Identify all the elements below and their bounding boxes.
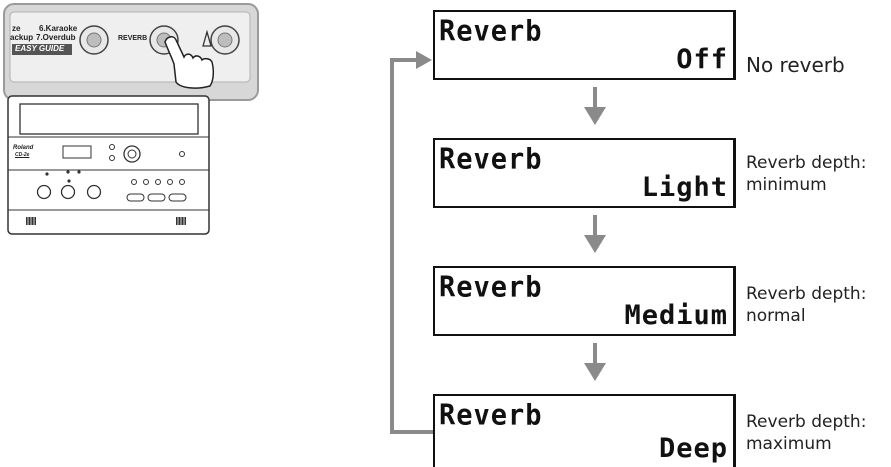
loop-back-arrow [390,58,433,434]
lcd-line1: Reverb [439,143,543,176]
device-dot [45,172,49,176]
arrow-down-1 [584,107,606,125]
lcd-line1: Reverb [439,399,543,432]
device-knob-3 [86,184,102,200]
label-overdub: 7.Overdub [36,33,76,42]
hand-pointer-icon [164,36,215,89]
device-dot [67,179,71,183]
description-medium: Reverb depth: normal [746,284,867,326]
device-dot [77,170,81,174]
lcd-screen-deep: Reverb Deep [433,394,736,467]
device-transport-button-3 [168,193,187,202]
lcd-line2: Medium [624,300,728,331]
lcd-line2: Off [676,44,728,75]
description-deep: Reverb depth: maximum [746,412,867,454]
device-transport-button-2 [147,193,166,202]
arrow-down-2 [584,235,606,253]
loop-back-arrowhead [416,51,432,69]
device-display [62,145,92,159]
metronome-icon [202,29,212,47]
device-transport-button-1 [126,193,145,202]
lcd-line2: Light [641,172,728,203]
device-led-2 [143,179,149,185]
device-dot [66,170,70,174]
label-size: ze [12,24,21,33]
lcd-screen-off: Reverb Off [433,10,736,80]
device-knob-1 [36,184,52,200]
lcd-line2: Deep [658,433,728,464]
model-label: CD-2e [15,152,30,158]
description-off: No reverb [746,53,845,77]
easy-guide-band [12,44,72,55]
cd-slot-lid [19,103,199,135]
device-led-5 [179,179,185,185]
reverb-button-label: REVERB [118,35,148,42]
lcd-line1: Reverb [439,271,543,304]
easy-guide-label: EASY GUIDE [15,44,65,53]
label-karaoke: 6.Karaoke [39,24,78,33]
device-power-indicator [179,151,185,157]
lcd-screen-medium: Reverb Medium [433,266,736,336]
metronome-button-core [217,32,233,48]
device-led-3 [155,179,161,185]
lcd-screen-light: Reverb Light [433,138,736,208]
brand-label: Roland [13,145,34,151]
device-small-knob-2 [109,155,115,161]
lcd-line1: Reverb [439,15,543,48]
karaoke-button-core [86,32,102,48]
device-knob-2 [60,184,76,200]
arrow-down-3 [584,363,606,381]
device-small-knob-1 [109,144,115,150]
description-light: Reverb depth: minimum [746,153,867,195]
device-jog-dial-inner [127,149,137,159]
device-jog-dial [123,145,141,163]
device-led-4 [167,179,173,185]
device-led-1 [131,179,137,185]
label-backup: ackup [10,33,34,42]
flow-arrows [584,87,606,381]
